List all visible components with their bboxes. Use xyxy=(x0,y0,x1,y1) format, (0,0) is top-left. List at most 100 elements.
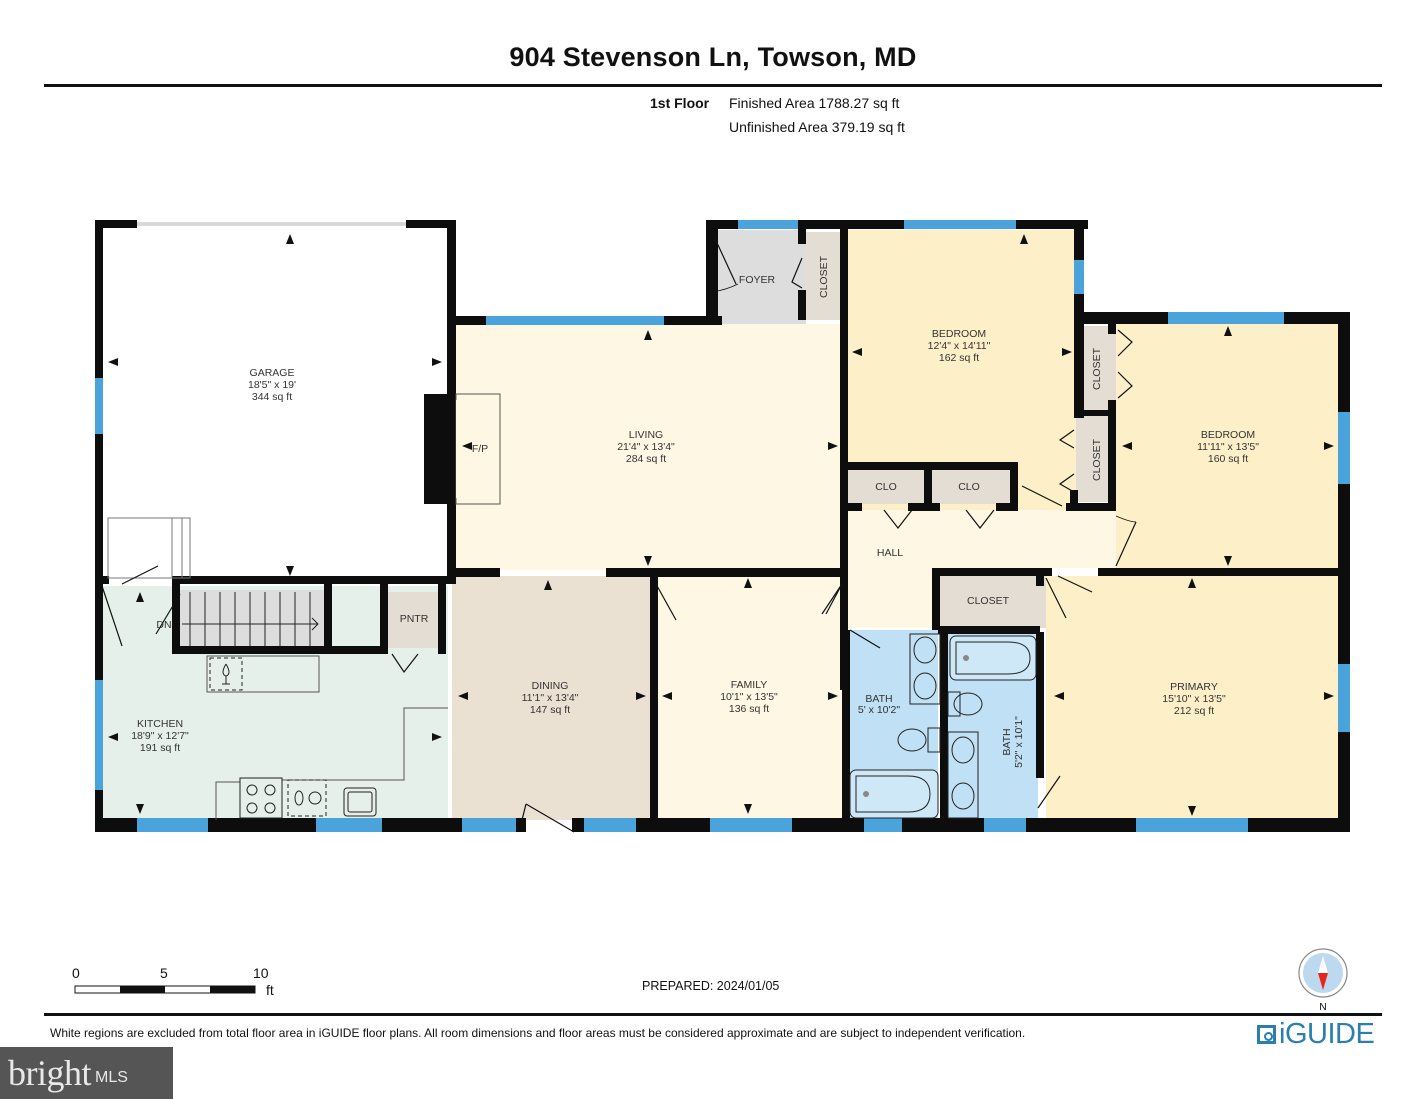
clo1-name: CLO xyxy=(875,481,897,493)
iguide-logo-icon xyxy=(1257,1025,1276,1044)
bedroom2-name: BEDROOM xyxy=(1201,429,1255,441)
svg-text:BATH: BATH xyxy=(865,693,892,705)
hall-name: HALL xyxy=(877,547,903,559)
closet-b2-upper-name: CLOSET xyxy=(1091,347,1103,390)
closet-b2-upper-area xyxy=(1080,326,1116,410)
svg-text:11'11" x 13'5": 11'11" x 13'5" xyxy=(1197,441,1259,453)
finished-area: Finished Area 1788.27 sq ft xyxy=(729,95,900,111)
svg-text:PNTR: PNTR xyxy=(400,613,429,625)
header-divider xyxy=(44,84,1382,87)
foyer-area xyxy=(712,230,806,324)
svg-text:F/P: F/P xyxy=(472,443,488,455)
doors xyxy=(101,231,1137,833)
svg-text:12'4" x 14'11": 12'4" x 14'11" xyxy=(928,340,991,352)
svg-text:PRIMARY: PRIMARY xyxy=(1170,681,1218,693)
svg-text:DINING: DINING xyxy=(532,680,569,692)
svg-text:147 sq ft: 147 sq ft xyxy=(530,704,570,716)
hall-closet-name: CLOSET xyxy=(967,595,1010,607)
garage-dims: 18'5" x 19' xyxy=(248,379,296,391)
living-area xyxy=(452,324,844,570)
primary-dims: 15'10" x 13'5" xyxy=(1162,693,1226,705)
svg-text:284 sq ft: 284 sq ft xyxy=(626,453,666,465)
watermark-suffix: MLS xyxy=(95,1069,128,1086)
dining-area-label: 147 sq ft xyxy=(530,704,570,716)
foyer-closet-name: CLOSET xyxy=(818,255,830,298)
iguide-brand-text: iGUIDE xyxy=(1279,1018,1375,1050)
svg-text:344 sq ft: 344 sq ft xyxy=(252,391,292,403)
svg-text:10'1" x 13'5": 10'1" x 13'5" xyxy=(720,691,778,703)
bathtub-icon xyxy=(849,769,939,819)
kitchen-area-label: 191 sq ft xyxy=(140,742,180,754)
svg-text:15'10" x 13'5": 15'10" x 13'5" xyxy=(1162,693,1226,705)
svg-text:18'9" x 12'7": 18'9" x 12'7" xyxy=(131,730,189,742)
svg-text:DN: DN xyxy=(156,619,171,631)
svg-text:BEDROOM: BEDROOM xyxy=(1201,429,1255,441)
bedroom1-name: BEDROOM xyxy=(932,328,986,340)
bedroom2-area xyxy=(1116,322,1338,570)
living-area-label: 284 sq ft xyxy=(626,453,666,465)
svg-text:GARAGE: GARAGE xyxy=(250,367,295,379)
dimension-arrows xyxy=(108,234,1334,816)
toilet-icon-2 xyxy=(953,692,983,716)
fixtures xyxy=(107,517,1037,820)
vanity-icon xyxy=(909,633,941,705)
footer-divider xyxy=(44,1013,1382,1016)
svg-text:KITCHEN: KITCHEN xyxy=(137,718,183,730)
bedroom1-dims: 12'4" x 14'11" xyxy=(928,340,991,352)
bathtub-icon-2 xyxy=(949,635,1037,681)
prepared-date: PREPARED: 2024/01/05 xyxy=(642,979,780,993)
family-area xyxy=(656,576,842,820)
property-address-title: 904 Stevenson Ln, Towson, MD xyxy=(509,42,917,72)
family-dims: 10'1" x 13'5" xyxy=(720,691,778,703)
svg-text:162 sq ft: 162 sq ft xyxy=(939,352,979,364)
bath1-name: BATH xyxy=(865,693,892,705)
hall-area xyxy=(846,510,1116,568)
closet-b2-lower-area xyxy=(1076,416,1112,502)
dishwasher-icon xyxy=(287,779,327,817)
svg-text:136 sq ft: 136 sq ft xyxy=(729,703,769,715)
toilet-icon xyxy=(897,728,927,752)
svg-text:FOYER: FOYER xyxy=(739,274,776,286)
vanity-icon-2 xyxy=(947,731,979,819)
hall-lower-area xyxy=(846,568,932,628)
svg-text:191 sq ft: 191 sq ft xyxy=(140,742,180,754)
family-area-label: 136 sq ft xyxy=(729,703,769,715)
bath2-dims: 5'2" x 10'1" xyxy=(1013,716,1025,768)
stairs-icon xyxy=(182,592,319,646)
foyer-closet-area xyxy=(806,232,842,320)
dining-name: DINING xyxy=(532,680,569,692)
floor-label: 1st Floor xyxy=(650,95,710,111)
bright-mls-watermark: bright MLS xyxy=(0,1047,173,1099)
living-dims: 21'4" x 13'4" xyxy=(617,441,675,453)
sink-icon xyxy=(343,787,377,817)
dining-area xyxy=(452,576,652,820)
svg-text:212 sq ft: 212 sq ft xyxy=(1174,705,1214,717)
bedroom2-dims: 11'11" x 13'5" xyxy=(1197,441,1259,453)
scale-unit: ft xyxy=(266,982,274,998)
svg-text:BATH: BATH xyxy=(1001,728,1013,755)
svg-text:CLOSET: CLOSET xyxy=(818,255,830,298)
clo2-area xyxy=(932,468,1010,504)
scale-bar xyxy=(74,985,256,994)
clo2-name: CLO xyxy=(958,481,980,493)
scale-tick-10: 10 xyxy=(253,965,269,981)
svg-text:CLOSET: CLOSET xyxy=(1091,347,1103,390)
pantry-name: PNTR xyxy=(400,613,429,625)
bedroom1-area-label: 162 sq ft xyxy=(939,352,979,364)
svg-text:160 sq ft: 160 sq ft xyxy=(1208,453,1248,465)
stairs-down-label: DN xyxy=(156,619,171,631)
disclaimer-text: White regions are excluded from total fl… xyxy=(50,1026,1026,1040)
svg-text:CLO: CLO xyxy=(875,481,897,493)
unfinished-area: Unfinished Area 379.19 sq ft xyxy=(729,119,905,135)
kitchen-dims: 18'9" x 12'7" xyxy=(131,730,189,742)
primary-area xyxy=(1046,576,1338,820)
north-compass-icon: N xyxy=(1298,948,1348,1012)
scale-tick-0: 0 xyxy=(72,965,80,981)
svg-text:LIVING: LIVING xyxy=(629,429,663,441)
primary-name: PRIMARY xyxy=(1170,681,1218,693)
svg-text:HALL: HALL xyxy=(877,547,903,559)
svg-text:CLOSET: CLOSET xyxy=(967,595,1010,607)
hall-closet-area xyxy=(938,576,1046,628)
fireplace-label: F/P xyxy=(472,443,488,455)
